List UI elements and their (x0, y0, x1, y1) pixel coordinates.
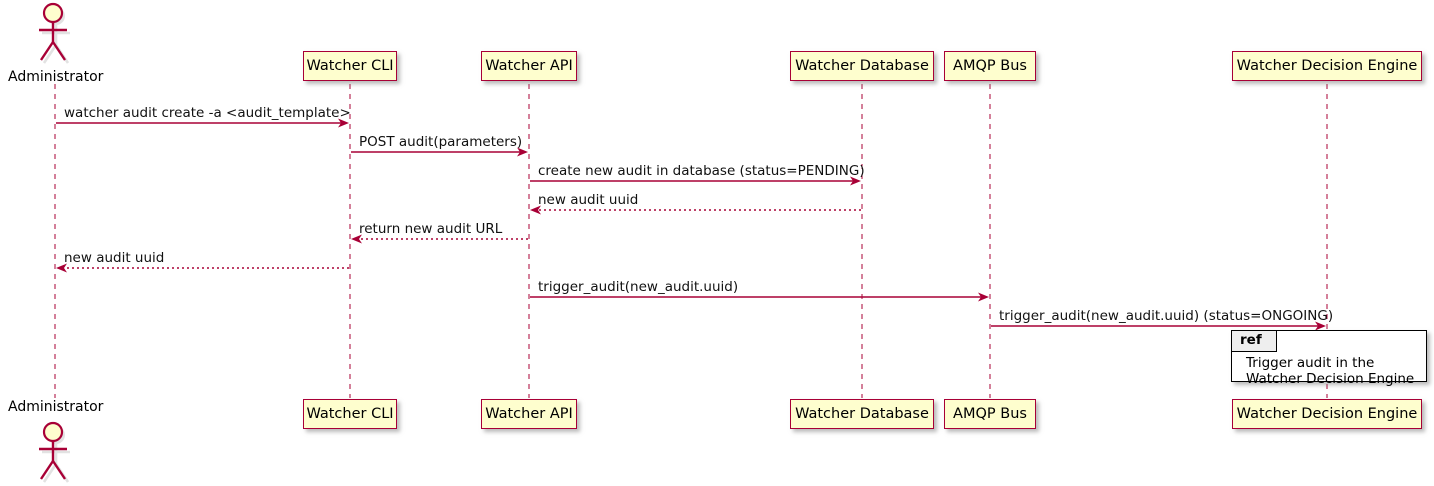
message-arrowhead-1 (517, 147, 528, 157)
actor-head (42, 2, 64, 24)
participant-box-amqp-bus-top[interactable]: AMQP Bus (944, 51, 1036, 81)
lifelines-group (54, 84, 1328, 398)
actor-label-administrator-top: Administrator (8, 69, 104, 85)
message-arrowhead-7 (1315, 321, 1326, 331)
participant-box-watcher-decision-engine-bottom[interactable]: Watcher Decision Engine (1232, 399, 1422, 429)
message-label-4: return new audit URL (359, 221, 503, 237)
participant-box-watcher-database-top[interactable]: Watcher Database (790, 51, 934, 81)
actor-label-administrator-bottom: Administrator (8, 399, 104, 415)
message-arrowhead-3 (530, 205, 541, 215)
participant-box-watcher-decision-engine-top[interactable]: Watcher Decision Engine (1232, 51, 1422, 81)
message-label-7: trigger_audit(new_audit.uuid) (status=ON… (999, 308, 1334, 324)
participant-box-watcher-api-bottom[interactable]: Watcher API (481, 399, 577, 429)
ref-frame: ref Trigger audit in the Watcher Decisio… (1231, 330, 1427, 387)
participant-box-watcher-database-bottom[interactable]: Watcher Database (790, 399, 934, 429)
participant-box-watcher-cli-bottom[interactable]: Watcher CLI (303, 399, 397, 429)
actor-head (42, 421, 64, 443)
message-arrowhead-5 (56, 263, 67, 273)
actor-administrator-bottom (39, 421, 70, 483)
ref-tab-label: ref (1232, 331, 1277, 352)
message-label-2: create new audit in database (status=PEN… (538, 163, 865, 179)
message-arrowhead-0 (338, 118, 349, 128)
participant-box-watcher-cli-top[interactable]: Watcher CLI (303, 51, 397, 81)
message-label-6: trigger_audit(new_audit.uuid) (538, 279, 739, 295)
participant-box-amqp-bus-bottom[interactable]: AMQP Bus (944, 399, 1036, 429)
participant-box-watcher-api-top[interactable]: Watcher API (481, 51, 577, 81)
ref-frame-line-1: Trigger audit in the (1246, 355, 1375, 371)
message-arrowhead-4 (351, 234, 362, 244)
ref-frame-line-2: Watcher Decision Engine (1246, 371, 1415, 387)
ref-frame-body: Trigger audit in the Watcher Decision En… (1246, 355, 1414, 387)
message-label-0: watcher audit create -a <audit_template> (64, 105, 351, 121)
messages-group (56, 118, 1326, 331)
actor-administrator-top (39, 2, 70, 64)
message-label-1: POST audit(parameters) (359, 134, 523, 150)
message-arrowhead-6 (978, 292, 989, 302)
message-arrowhead-2 (850, 176, 861, 186)
message-label-5: new audit uuid (64, 250, 165, 266)
message-label-3: new audit uuid (538, 192, 639, 208)
